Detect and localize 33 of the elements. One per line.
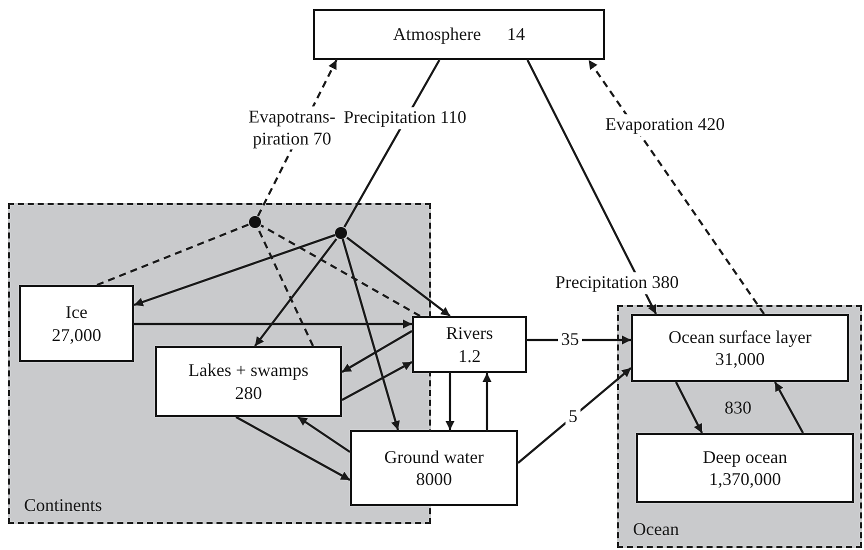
flow-arrow	[482, 373, 492, 430]
reservoir-box: Deep ocean 1,370,000	[636, 433, 854, 503]
region-label: Continents	[24, 495, 102, 516]
flow-value: 830	[724, 398, 752, 418]
flow-arrow	[517, 367, 632, 464]
reservoir-box: Atmosphere 14	[313, 9, 605, 60]
flow-arrow	[527, 336, 631, 344]
flow-line	[96, 223, 250, 286]
flow-arrow	[774, 381, 804, 434]
flow-arrow	[446, 373, 454, 430]
region-label: Ocean	[633, 519, 679, 540]
reservoir-box: Lakes + swamps 280	[155, 346, 342, 417]
flow-arrow	[588, 59, 765, 315]
flow-arrow	[341, 330, 413, 373]
reservoir-box: Ice 27,000	[19, 285, 134, 362]
flow-arrow	[235, 416, 351, 481]
reservoir-box: Ocean surface layer 31,000	[631, 314, 849, 382]
flow-arrow	[342, 238, 400, 430]
region-panel	[617, 305, 862, 548]
flow-arrow	[675, 382, 703, 434]
flow-line	[256, 228, 314, 346]
flow-arrow	[134, 320, 412, 328]
flow-arrow	[254, 238, 338, 347]
flow-arrow	[297, 416, 351, 453]
flow-arrow	[346, 236, 451, 317]
junction-dot	[249, 216, 261, 228]
flow-arrow	[526, 60, 657, 314]
junction-dot	[335, 227, 347, 239]
flow-arrow	[134, 234, 336, 306]
flow-arrow	[341, 361, 413, 401]
reservoir-box: Rivers 1.2	[412, 316, 527, 373]
reservoir-box: Ground water 8000	[350, 430, 518, 506]
flow-line	[260, 224, 421, 317]
